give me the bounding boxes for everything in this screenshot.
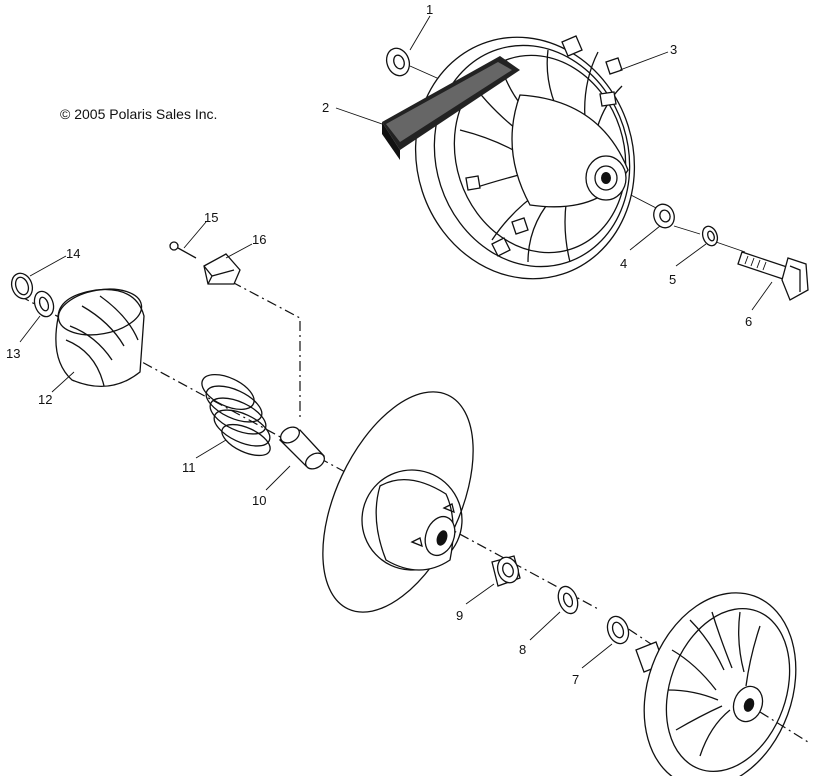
- part-8-washer: [557, 585, 579, 615]
- part-1-washer: [385, 47, 411, 77]
- callout-10: 10: [252, 493, 266, 508]
- callout-3: 3: [670, 42, 677, 57]
- part-15-screw: [169, 241, 197, 259]
- leader-lines: [19, 15, 773, 669]
- callout-5: 5: [669, 272, 676, 287]
- part-5-lock-washer: [701, 225, 719, 247]
- clutch-assembly-lower: [10, 241, 809, 781]
- sheave-assembly-upper: [382, 35, 809, 301]
- callout-4: 4: [620, 256, 627, 271]
- part-7-washer: [606, 615, 630, 645]
- fixed-sheave: [635, 592, 809, 781]
- callout-13: 13: [6, 346, 20, 361]
- callout-12: 12: [38, 392, 52, 407]
- part-12-cam: [55, 288, 145, 387]
- movable-sheave: [322, 391, 474, 613]
- part-14-snap-ring: [10, 272, 34, 300]
- part-4-washer: [653, 203, 675, 229]
- callout-9: 9: [456, 608, 463, 623]
- part-2-drive-belt: [382, 56, 520, 160]
- callout-16: 16: [252, 232, 266, 247]
- callout-14: 14: [66, 246, 80, 261]
- part-10-bushing: [278, 426, 326, 470]
- axis-line-upper-b: [624, 191, 746, 253]
- axis-line-button: [231, 281, 301, 420]
- part-13-washer: [33, 290, 55, 318]
- part-9-roller: [491, 555, 521, 587]
- callout-labels: 1 2 3 4 5 6 7 8 9 10 11 12 13 14 15 16: [6, 2, 752, 687]
- part-16-button: [203, 253, 241, 285]
- part-11-spring: [201, 374, 271, 457]
- callout-1: 1: [426, 2, 433, 17]
- part-6-bolt: [737, 251, 809, 301]
- callout-2: 2: [322, 100, 329, 115]
- callout-8: 8: [519, 642, 526, 657]
- copyright-notice: © 2005 Polaris Sales Inc.: [60, 106, 218, 122]
- callout-7: 7: [572, 672, 579, 687]
- callout-11: 11: [182, 460, 196, 475]
- callout-6: 6: [745, 314, 752, 329]
- callout-15: 15: [204, 210, 218, 225]
